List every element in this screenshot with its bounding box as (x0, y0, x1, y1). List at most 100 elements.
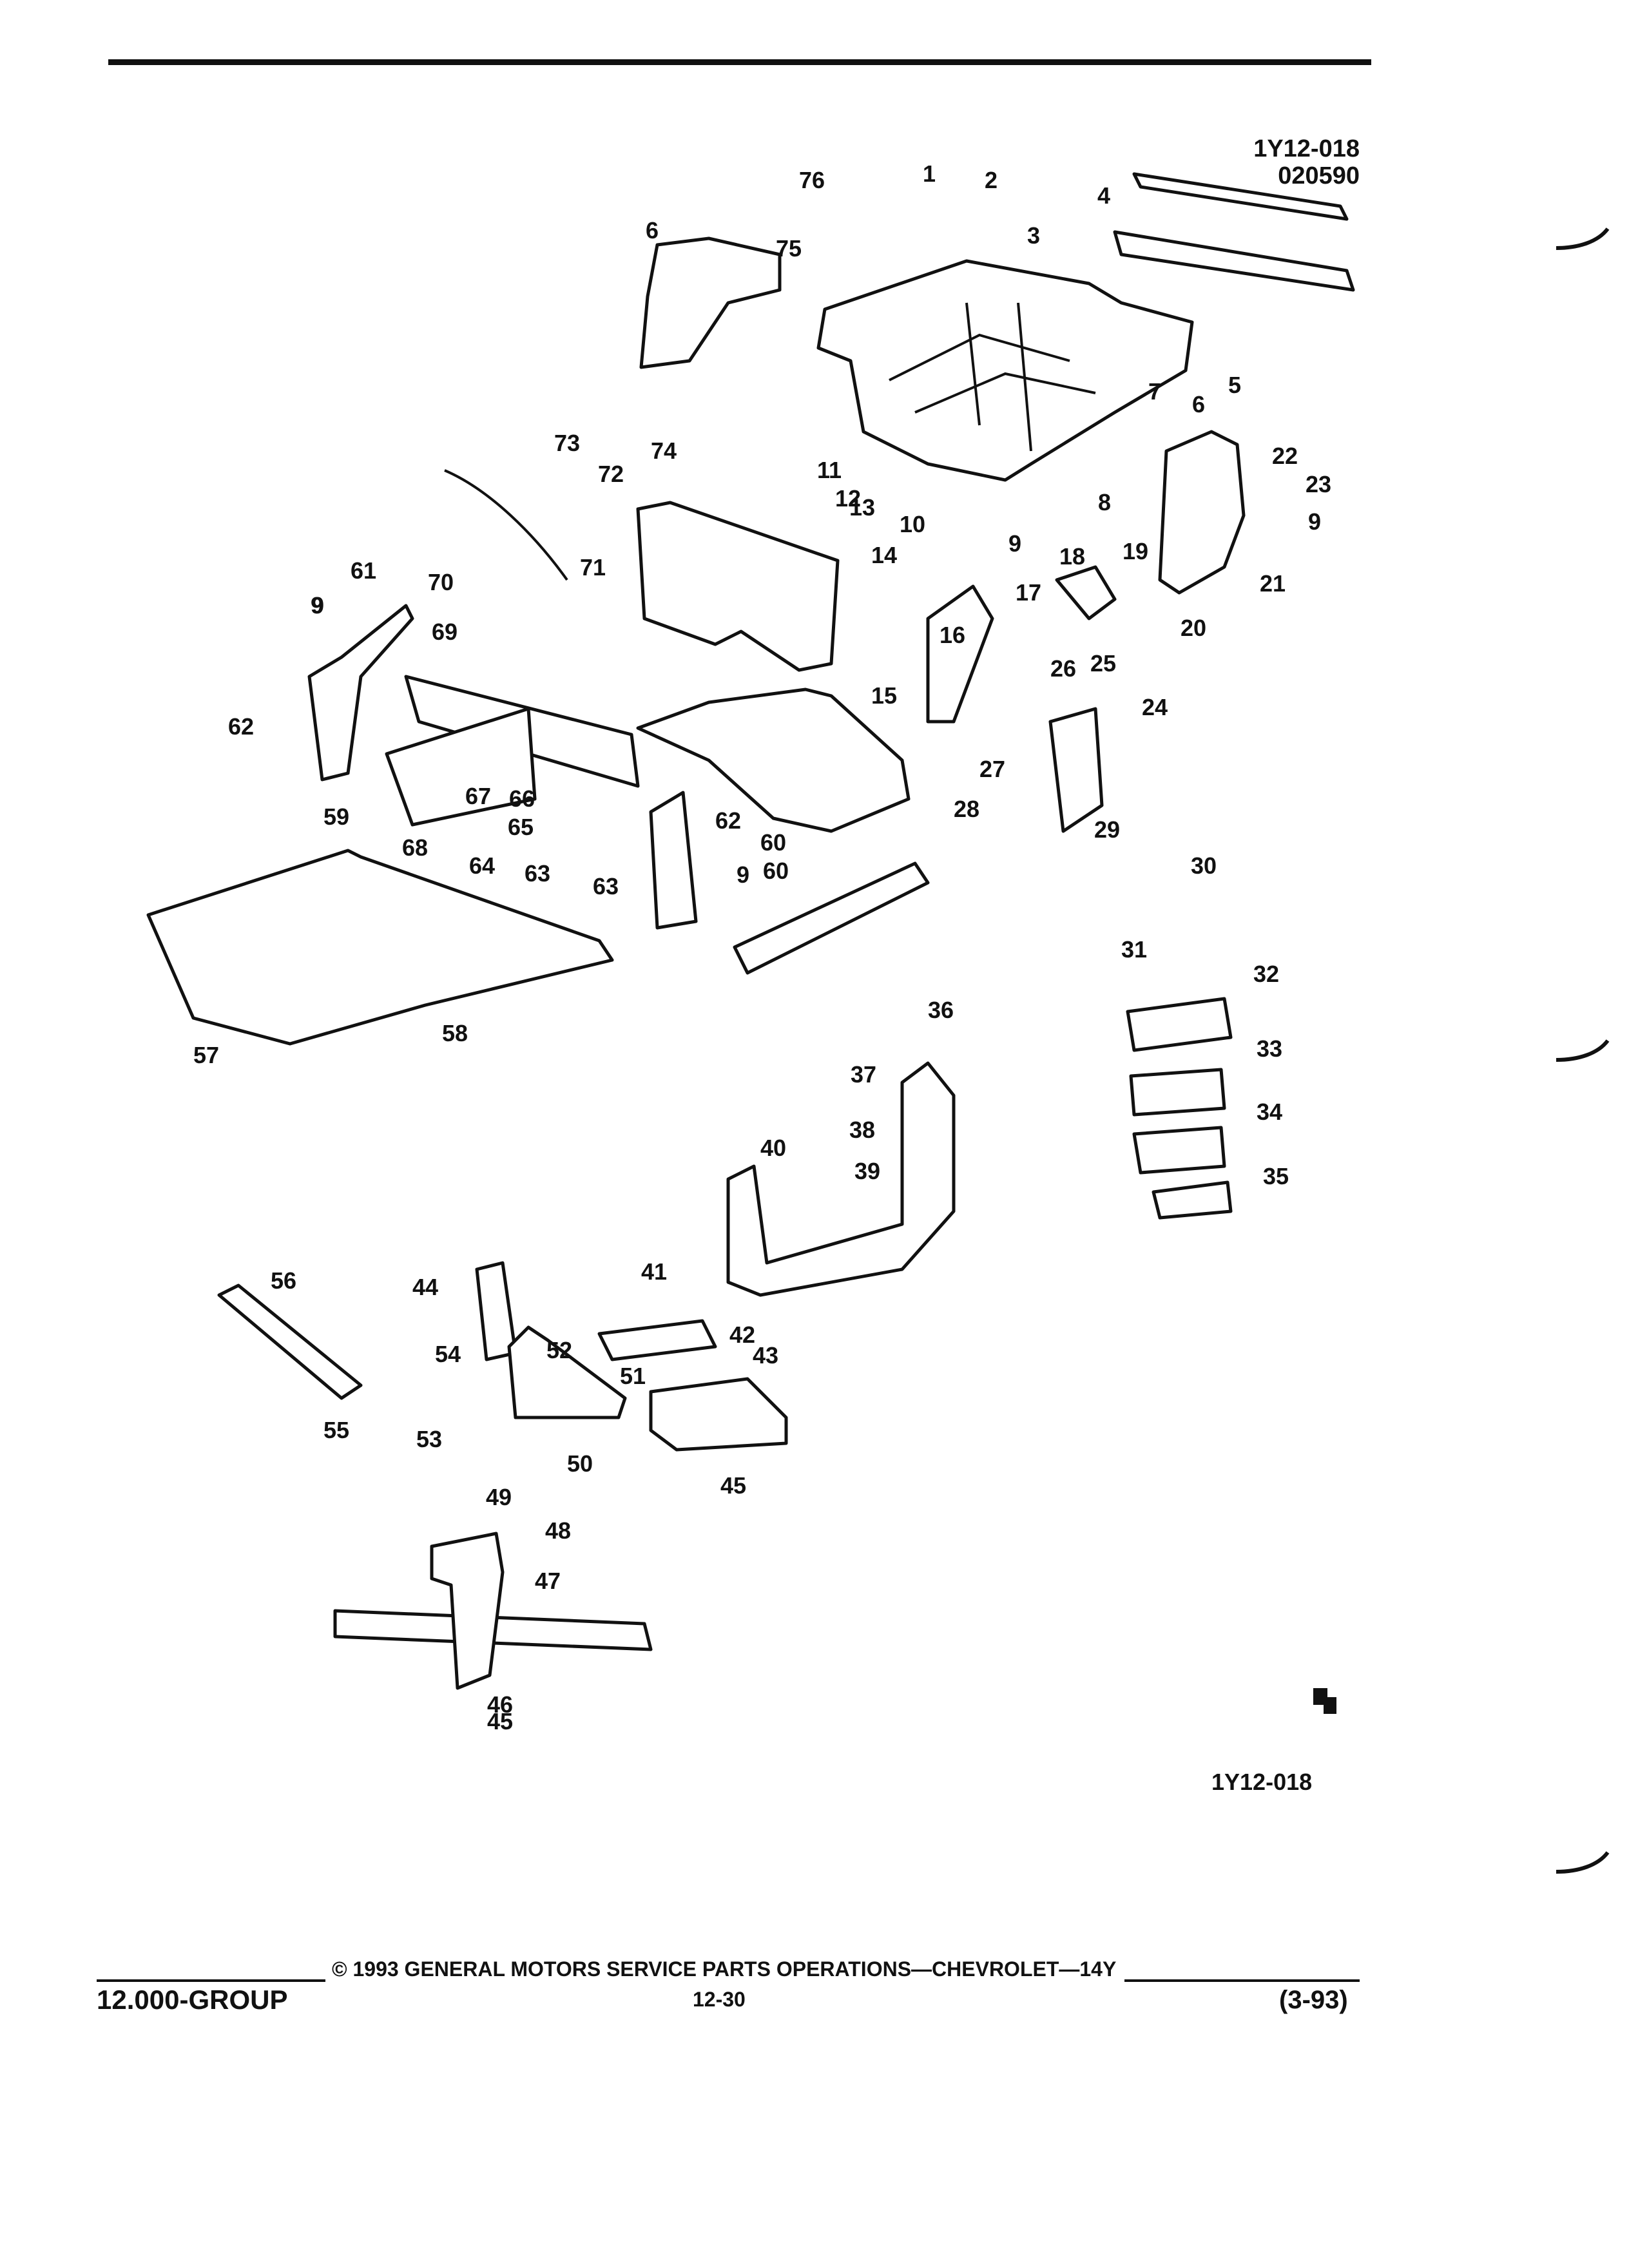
binding-mark (1556, 1851, 1610, 1874)
callout-36: 36 (928, 997, 954, 1023)
callout-45: 45 (720, 1472, 746, 1499)
callout-33: 33 (1257, 1035, 1282, 1062)
callout-1: 1 (923, 160, 936, 187)
callout-65: 65 (508, 814, 534, 840)
figure-code: 1Y12-018 (1253, 135, 1360, 162)
callout-13: 13 (849, 494, 875, 521)
callout-40: 40 (760, 1135, 786, 1161)
callout-51: 51 (620, 1363, 646, 1389)
callout-34: 34 (1257, 1099, 1282, 1125)
callout-31: 31 (1121, 936, 1147, 963)
callout-25: 25 (1090, 650, 1116, 677)
callout-44: 44 (412, 1274, 438, 1300)
callout-63: 63 (593, 873, 619, 899)
callout-8: 8 (1098, 489, 1111, 515)
callout-18: 18 (1059, 543, 1085, 570)
callout-76: 76 (799, 167, 825, 193)
callout-54: 54 (435, 1341, 461, 1367)
callout-9: 9 (1008, 530, 1021, 557)
callout-60: 60 (763, 858, 789, 884)
callout-21: 21 (1260, 570, 1286, 597)
footer-rule-right (1124, 1979, 1360, 1982)
callout-26: 26 (1050, 655, 1076, 682)
callout-43: 43 (753, 1342, 778, 1369)
callout-38: 38 (849, 1117, 875, 1143)
callout-9: 9 (311, 592, 324, 619)
callout-66: 66 (509, 785, 535, 812)
callout-9: 9 (737, 861, 749, 888)
callout-57: 57 (193, 1042, 219, 1068)
callout-48: 48 (545, 1517, 571, 1544)
callout-59: 59 (323, 803, 349, 830)
callout-23: 23 (1306, 471, 1331, 497)
callout-42: 42 (729, 1321, 755, 1348)
gm-logo-icon (1313, 1688, 1336, 1714)
binding-mark (1556, 227, 1610, 250)
callout-61: 61 (351, 557, 376, 584)
callout-2: 2 (985, 167, 998, 193)
callout-46: 46 (487, 1691, 513, 1718)
callout-14: 14 (871, 542, 897, 568)
callout-58: 58 (442, 1020, 468, 1046)
callout-22: 22 (1272, 443, 1298, 469)
binding-mark (1556, 1039, 1610, 1062)
callout-67: 67 (465, 783, 491, 809)
callout-20: 20 (1181, 615, 1206, 641)
callout-19: 19 (1123, 538, 1148, 564)
figure-date: 020590 (1278, 162, 1360, 189)
callout-63: 63 (525, 860, 550, 887)
callout-68: 68 (402, 834, 428, 861)
callout-73: 73 (554, 430, 580, 456)
callout-45: 45 (487, 1708, 513, 1735)
callout-5: 5 (1228, 372, 1241, 398)
callout-71: 71 (580, 554, 606, 581)
callout-62: 62 (715, 807, 741, 834)
callout-53: 53 (416, 1426, 442, 1452)
callout-62: 62 (228, 713, 254, 740)
callout-72: 72 (598, 461, 624, 487)
callout-35: 35 (1263, 1163, 1289, 1189)
part-outlines (146, 172, 1355, 1690)
callout-9: 9 (311, 592, 323, 619)
callout-50: 50 (567, 1450, 593, 1477)
callout-70: 70 (428, 569, 454, 595)
callout-41: 41 (641, 1258, 667, 1285)
footer-page-number: 12-30 (693, 1988, 746, 2011)
callout-55: 55 (323, 1417, 349, 1443)
figure-id: 1Y12-018 (1211, 1769, 1313, 1795)
callout-12: 12 (835, 485, 861, 512)
callout-32: 32 (1253, 961, 1279, 987)
callout-3: 3 (1027, 222, 1040, 249)
callout-69: 69 (432, 619, 458, 645)
top-rule (108, 59, 1371, 65)
callout-37: 37 (851, 1061, 876, 1088)
callout-74: 74 (651, 437, 677, 464)
callout-15: 15 (871, 682, 897, 709)
callout-9: 9 (1308, 508, 1321, 535)
callout-11: 11 (817, 457, 842, 483)
callout-56: 56 (271, 1267, 296, 1294)
callout-49: 49 (486, 1484, 512, 1510)
callout-29: 29 (1094, 816, 1120, 843)
callout-39: 39 (854, 1158, 880, 1184)
callout-60: 60 (760, 829, 786, 856)
callout-75: 75 (776, 235, 802, 262)
callout-10: 10 (900, 511, 925, 537)
footer-revision: (3-93) (1279, 1986, 1348, 2014)
callout-24: 24 (1142, 694, 1168, 720)
callout-4: 4 (1097, 182, 1110, 209)
callout-6: 6 (1192, 391, 1205, 418)
callout-30: 30 (1191, 852, 1217, 879)
callout-7: 7 (1148, 378, 1161, 405)
footer-rule-left (97, 1979, 325, 1982)
callout-16: 16 (940, 622, 965, 648)
footer-copyright: © 1993 GENERAL MOTORS SERVICE PARTS OPER… (332, 1957, 1117, 1981)
callout-52: 52 (546, 1337, 572, 1363)
callout-17: 17 (1016, 579, 1041, 606)
callout-47: 47 (535, 1568, 561, 1594)
callout-6: 6 (646, 217, 659, 244)
footer-group: 12.000-GROUP (97, 1984, 288, 2015)
callout-27: 27 (979, 756, 1005, 782)
